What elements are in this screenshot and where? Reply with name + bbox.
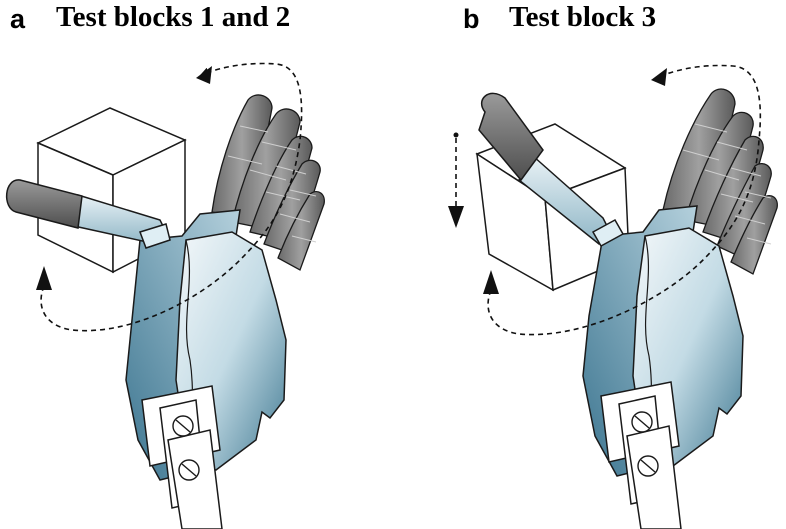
rotation-arrow-head-left	[36, 266, 52, 290]
panel-a: a Test blocks 1 and 2	[6, 1, 325, 529]
mounting-bracket	[600, 381, 682, 529]
rotation-arrow-icon	[487, 64, 762, 336]
rotation-arrow-head-left	[483, 270, 499, 294]
panel-b: b Test block 3	[393, 0, 786, 529]
press-down-arrow-icon	[448, 132, 464, 228]
rotation-arrow-head-top	[651, 68, 667, 86]
screw-icon	[178, 459, 200, 481]
hand-illustration-b	[448, 64, 778, 529]
panel-title-a: Test blocks 1 and 2	[56, 1, 291, 33]
thumb	[6, 179, 171, 249]
mounting-bracket	[141, 385, 223, 529]
rotation-arrow-head-top	[196, 66, 212, 84]
hand-illustration-a	[6, 62, 325, 529]
screw-icon	[631, 411, 653, 433]
thumb	[478, 92, 625, 248]
fingers	[662, 88, 778, 275]
screw-icon	[172, 415, 194, 437]
panel-letter-a: a	[10, 4, 26, 34]
panel-title-b: Test block 3	[509, 1, 657, 33]
panel-letter-b: b	[463, 4, 480, 34]
screw-icon	[637, 455, 659, 477]
